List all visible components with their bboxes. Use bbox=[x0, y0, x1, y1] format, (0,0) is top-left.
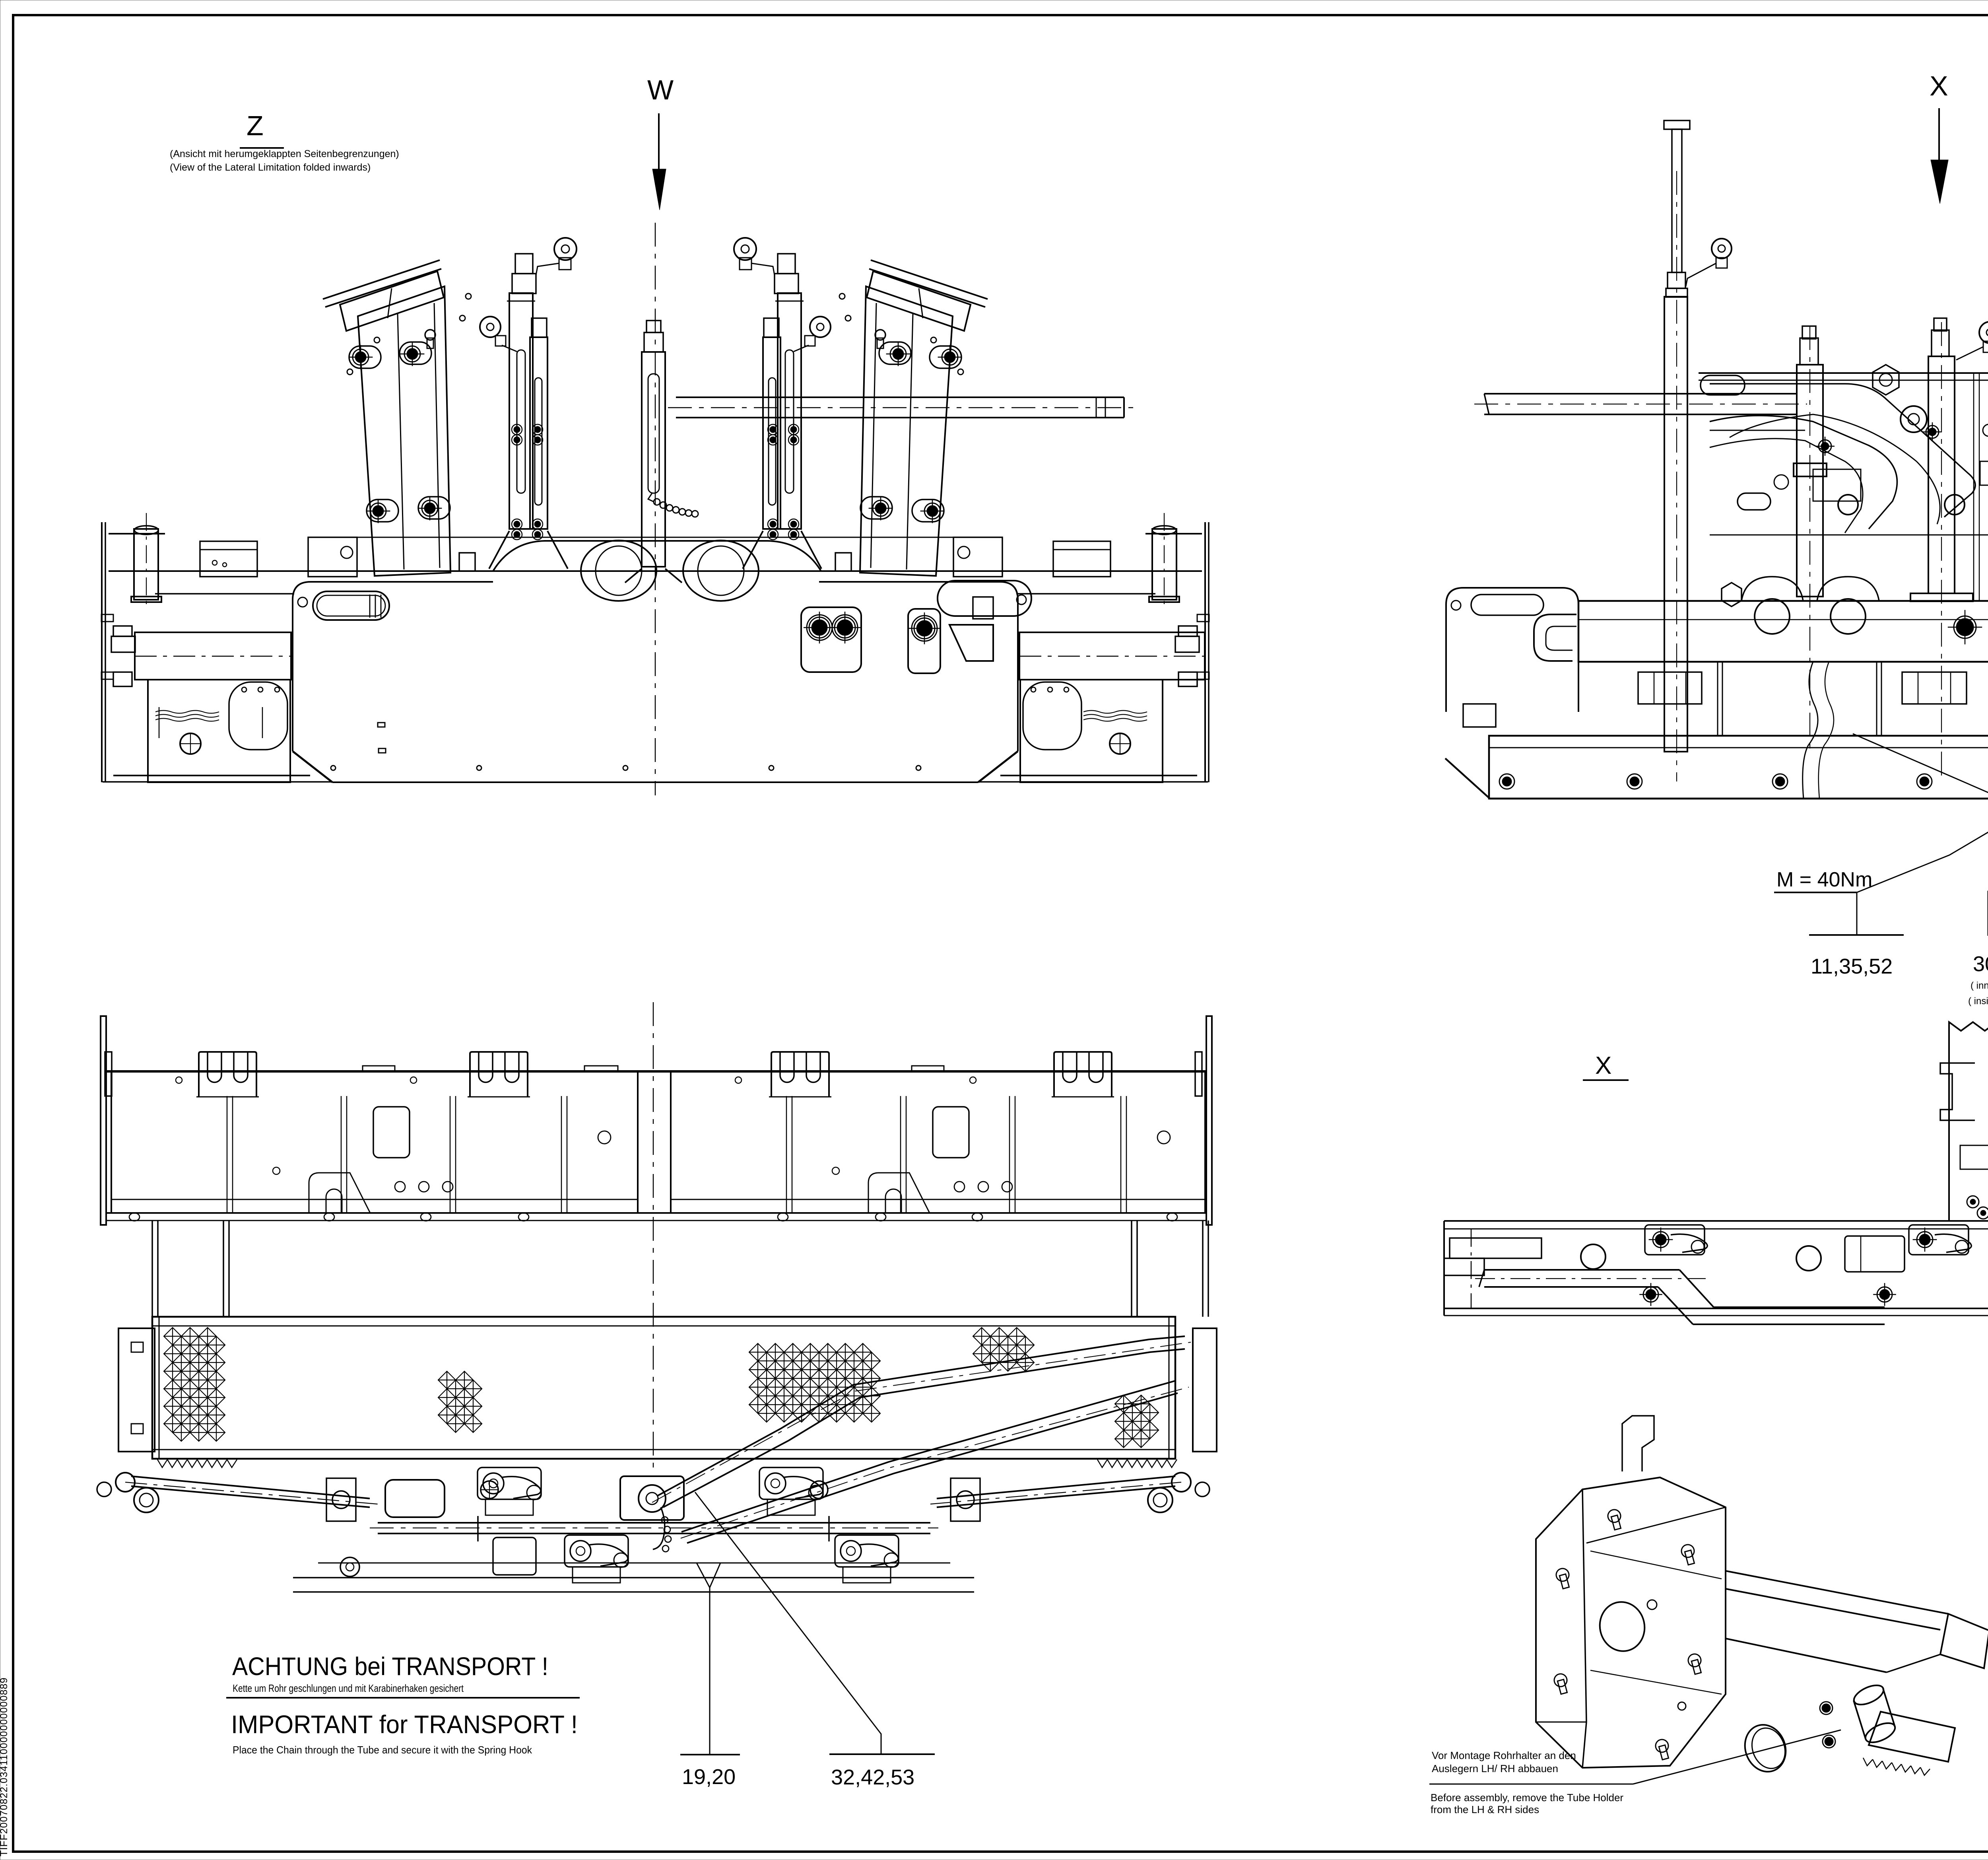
svg-text:X: X bbox=[1930, 70, 1948, 101]
svg-text:Place the Chain through the Tu: Place the Chain through the Tube and sec… bbox=[233, 1744, 532, 1756]
svg-text:W: W bbox=[647, 74, 674, 105]
svg-text:19,20: 19,20 bbox=[682, 1765, 736, 1789]
svg-text:from the LH & RH sides: from the LH & RH sides bbox=[1431, 1804, 1539, 1815]
svg-text:IMPORTANT for TRANSPORT !: IMPORTANT for TRANSPORT ! bbox=[231, 1710, 578, 1739]
svg-text:M = 40Nm: M = 40Nm bbox=[1776, 868, 1872, 891]
svg-text:Vor Montage Rohrhalter an den: Vor Montage Rohrhalter an den bbox=[1432, 1749, 1576, 1761]
svg-text:Z: Z bbox=[247, 110, 264, 141]
svg-text:( inside ): ( inside ) bbox=[1968, 996, 1988, 1007]
svg-text:TIFF20070822.03411000000000088: TIFF20070822.034110000000000889 bbox=[0, 1677, 10, 1856]
svg-text:ACHTUNG bei TRANSPORT !: ACHTUNG bei TRANSPORT ! bbox=[232, 1652, 548, 1681]
svg-text:30: 30 bbox=[1973, 952, 1988, 976]
svg-text:Kette um Rohr geschlungen und: Kette um Rohr geschlungen und mit Karabi… bbox=[233, 1682, 464, 1694]
svg-text:(View of the Lateral Limitatio: (View of the Lateral Limitation folded i… bbox=[170, 162, 371, 173]
svg-text:Auslegern LH/ RH abbauen: Auslegern LH/ RH abbauen bbox=[1432, 1763, 1558, 1774]
svg-text:( innen): ( innen) bbox=[1971, 980, 1988, 991]
svg-text:(Ansicht mit herumgeklappten S: (Ansicht mit herumgeklappten Seitenbegre… bbox=[170, 148, 399, 159]
svg-text:11,35,52: 11,35,52 bbox=[1811, 954, 1893, 978]
svg-text:Before assembly, remove the Tu: Before assembly, remove the Tube Holder bbox=[1431, 1792, 1623, 1804]
svg-text:X: X bbox=[1595, 1052, 1611, 1079]
svg-text:32,42,53: 32,42,53 bbox=[831, 1765, 914, 1789]
